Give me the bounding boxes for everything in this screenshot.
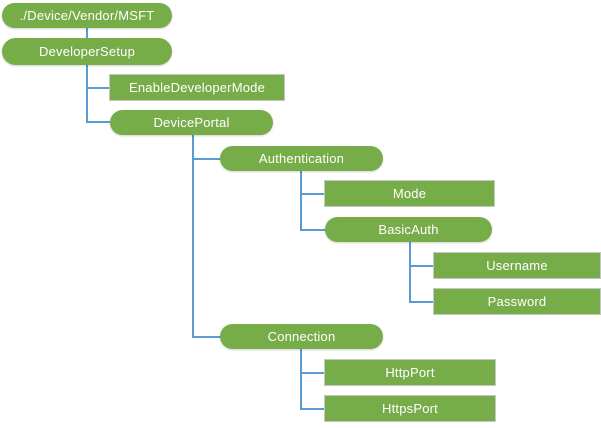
node-enable-developer-mode[interactable]: EnableDeveloperMode — [110, 75, 284, 100]
connector-branch-to-connection — [192, 336, 221, 338]
connector-branch-to-mode — [300, 193, 326, 195]
node-label-enable-developer-mode: EnableDeveloperMode — [128, 80, 266, 95]
node-https-port[interactable]: HttpsPort — [325, 396, 495, 421]
connector-branch-to-password — [409, 301, 435, 303]
connector-branch-to-enable-dev-mode — [86, 87, 111, 89]
connector-branch-to-authentication — [192, 158, 221, 160]
connector-branch-to-basic-auth — [300, 229, 326, 231]
node-label-authentication: Authentication — [258, 151, 345, 166]
node-password[interactable]: Password — [434, 289, 600, 314]
connector-branch-to-https-port — [300, 408, 326, 410]
connector-developer-setup-trunk — [86, 64, 88, 123]
node-label-basic-auth: BasicAuth — [378, 222, 439, 237]
connector-branch-to-username — [409, 265, 435, 267]
connector-branch-to-http-port — [300, 372, 326, 374]
node-basic-auth[interactable]: BasicAuth — [325, 217, 492, 242]
node-label-https-port: HttpsPort — [382, 401, 438, 416]
node-mode[interactable]: Mode — [325, 181, 494, 206]
node-label-connection: Connection — [267, 329, 336, 344]
node-label-http-port: HttpPort — [385, 365, 435, 380]
connector-authentication-trunk — [300, 170, 302, 230]
node-device-portal[interactable]: DevicePortal — [110, 110, 273, 135]
node-connection[interactable]: Connection — [220, 324, 383, 349]
node-root[interactable]: ./Device/Vendor/MSFT — [2, 3, 172, 28]
node-label-mode: Mode — [392, 186, 427, 201]
node-developer-setup[interactable]: DeveloperSetup — [2, 38, 172, 65]
node-label-username: Username — [486, 258, 548, 273]
node-label-device-portal: DevicePortal — [153, 115, 230, 130]
node-label-password: Password — [487, 294, 547, 309]
connector-branch-to-device-portal — [86, 121, 111, 123]
connector-root-to-developer-setup — [86, 27, 88, 39]
node-username[interactable]: Username — [434, 253, 600, 278]
node-http-port[interactable]: HttpPort — [325, 360, 495, 385]
node-authentication[interactable]: Authentication — [220, 146, 383, 171]
connector-basic-auth-trunk — [409, 241, 411, 302]
connector-connection-trunk — [300, 348, 302, 409]
connector-device-portal-trunk — [192, 134, 194, 338]
node-label-developer-setup: DeveloperSetup — [38, 44, 136, 59]
node-label-root: ./Device/Vendor/MSFT — [19, 8, 155, 23]
